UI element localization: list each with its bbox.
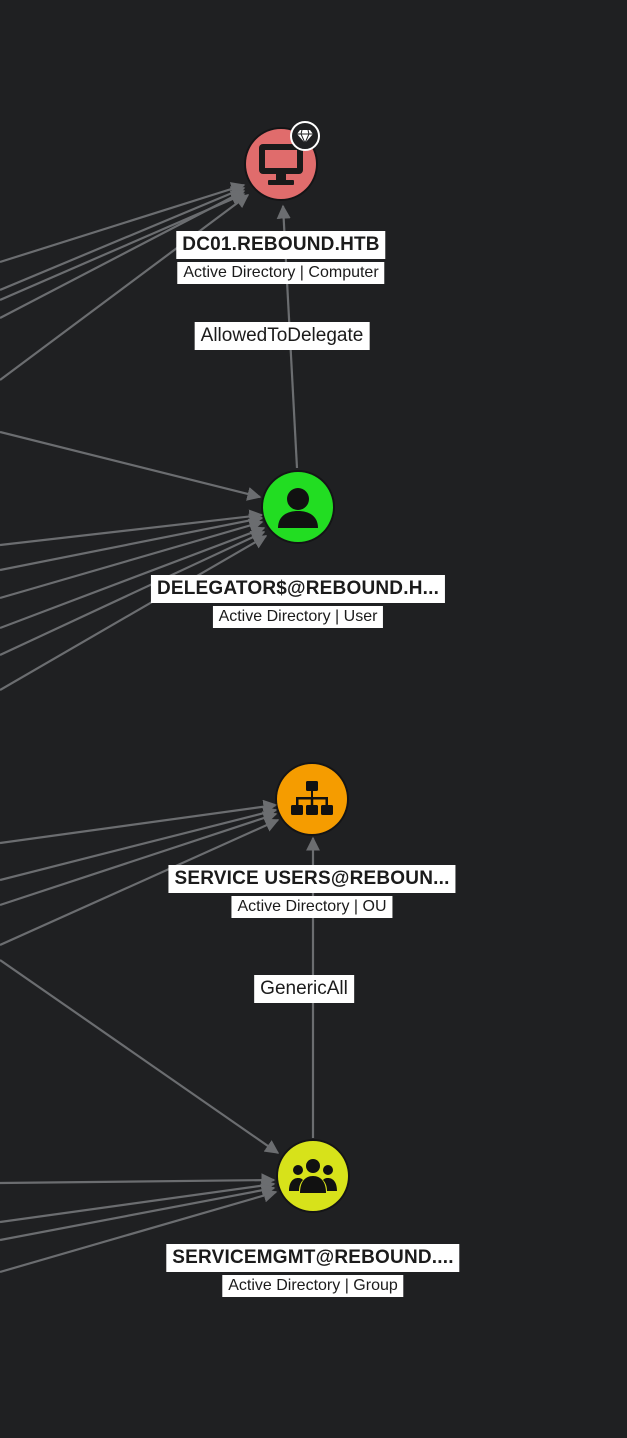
edge-line — [0, 806, 278, 882]
edge-line — [0, 1173, 276, 1188]
edge-line — [0, 535, 268, 691]
node-label-delegator: DELEGATOR$@REBOUND.H... Active Directory… — [150, 575, 446, 628]
node-name: SERVICE USERS@REBOUN... — [168, 865, 456, 893]
user-icon — [275, 484, 321, 530]
edge-label-allowedtodelegate[interactable]: AllowedToDelegate — [194, 322, 370, 350]
edge-line — [0, 513, 264, 572]
edge-line — [0, 1178, 276, 1224]
node-name: DELEGATOR$@REBOUND.H... — [150, 575, 446, 603]
node-servicemgmt-group[interactable] — [278, 1141, 348, 1211]
node-label-servicemgmt: SERVICEMGMT@REBOUND.... Active Directory… — [166, 1244, 460, 1297]
edge-line — [0, 1183, 276, 1242]
edge-line — [0, 530, 266, 656]
edge-line — [0, 518, 264, 600]
edge-line — [0, 811, 278, 907]
edge-line — [0, 192, 246, 302]
node-name: SERVICEMGMT@REBOUND.... — [166, 1244, 460, 1272]
node-dc01-computer[interactable] — [246, 121, 320, 199]
ou-hierarchy-icon — [290, 779, 334, 819]
computer-icon — [256, 141, 306, 187]
edge-line — [0, 194, 250, 381]
node-type: Active Directory | OU — [231, 896, 393, 918]
edge-line — [0, 525, 266, 630]
node-label-dc01: DC01.REBOUND.HTB Active Directory | Comp… — [176, 231, 386, 284]
group-icon — [289, 1157, 337, 1195]
node-type: Active Directory | User — [212, 606, 384, 628]
edge-line — [0, 959, 280, 1154]
edge-line — [0, 799, 278, 845]
edge-label-genericall[interactable]: GenericAll — [254, 975, 354, 1003]
edge-line — [0, 1188, 278, 1274]
tier-zero-gem-icon — [290, 121, 320, 151]
edge-line — [0, 182, 246, 264]
node-type: Active Directory | Computer — [177, 262, 385, 284]
node-label-service-users: SERVICE USERS@REBOUN... Active Directory… — [168, 865, 456, 918]
node-service-users-ou[interactable] — [277, 764, 347, 834]
edge-line — [0, 509, 264, 547]
node-delegator-user[interactable] — [263, 472, 333, 542]
node-type: Active Directory | Group — [222, 1275, 404, 1297]
edge-line — [0, 430, 262, 501]
edge-line — [0, 818, 280, 947]
edge-line — [0, 186, 246, 292]
node-name: DC01.REBOUND.HTB — [176, 231, 386, 259]
